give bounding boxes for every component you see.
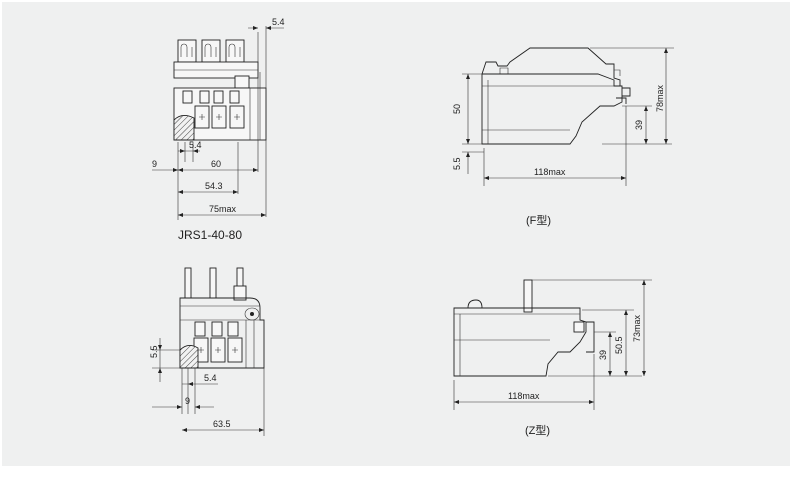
dim-39-z: 39: [598, 350, 608, 360]
dim-60: 60: [211, 159, 221, 169]
front-view-top: 5.4 5.4 9 60 54.3 75max JRS1-40-80: [152, 17, 285, 242]
dim-9: 9: [152, 159, 157, 169]
side-view-z-type: 118max 39 50.5 73max (Z型): [453, 279, 652, 437]
side-view-f-type: 50 5.5 118max 39 78max (F型): [452, 47, 674, 227]
dim-5.5: 5.5: [452, 157, 462, 170]
caption-z-type: (Z型): [525, 423, 550, 437]
dim-5.4-bottom: 5.4: [189, 140, 202, 150]
dim-39: 39: [634, 120, 644, 130]
dim-50.5: 50.5: [614, 336, 624, 354]
dim-75max: 75max: [209, 204, 237, 214]
drawing-panel: 5.4 5.4 9 60 54.3 75max JRS1-40-80 50 5.…: [2, 2, 790, 466]
dim-118max: 118max: [534, 167, 566, 177]
dim-73max: 73max: [632, 314, 642, 342]
dim-50: 50: [452, 104, 462, 114]
caption-f-type: (F型): [526, 213, 551, 227]
dim-5.4-bottom-view: 5.4: [204, 373, 217, 383]
dim-63.5: 63.5: [213, 419, 231, 429]
dim-118max-z: 118max: [508, 391, 540, 401]
dim-9-bottom: 9: [185, 396, 190, 406]
dim-54.3: 54.3: [205, 181, 223, 191]
model-label: JRS1-40-80: [178, 228, 242, 242]
dim-78max: 78max: [655, 84, 665, 112]
technical-drawing: 5.4 5.4 9 60 54.3 75max JRS1-40-80 50 5.…: [149, 17, 674, 437]
front-view-bottom: 5.5 5.4 9 63.5: [149, 267, 265, 436]
dim-5.4-top: 5.4: [272, 17, 285, 27]
dim-5.5-bottom: 5.5: [149, 345, 159, 358]
